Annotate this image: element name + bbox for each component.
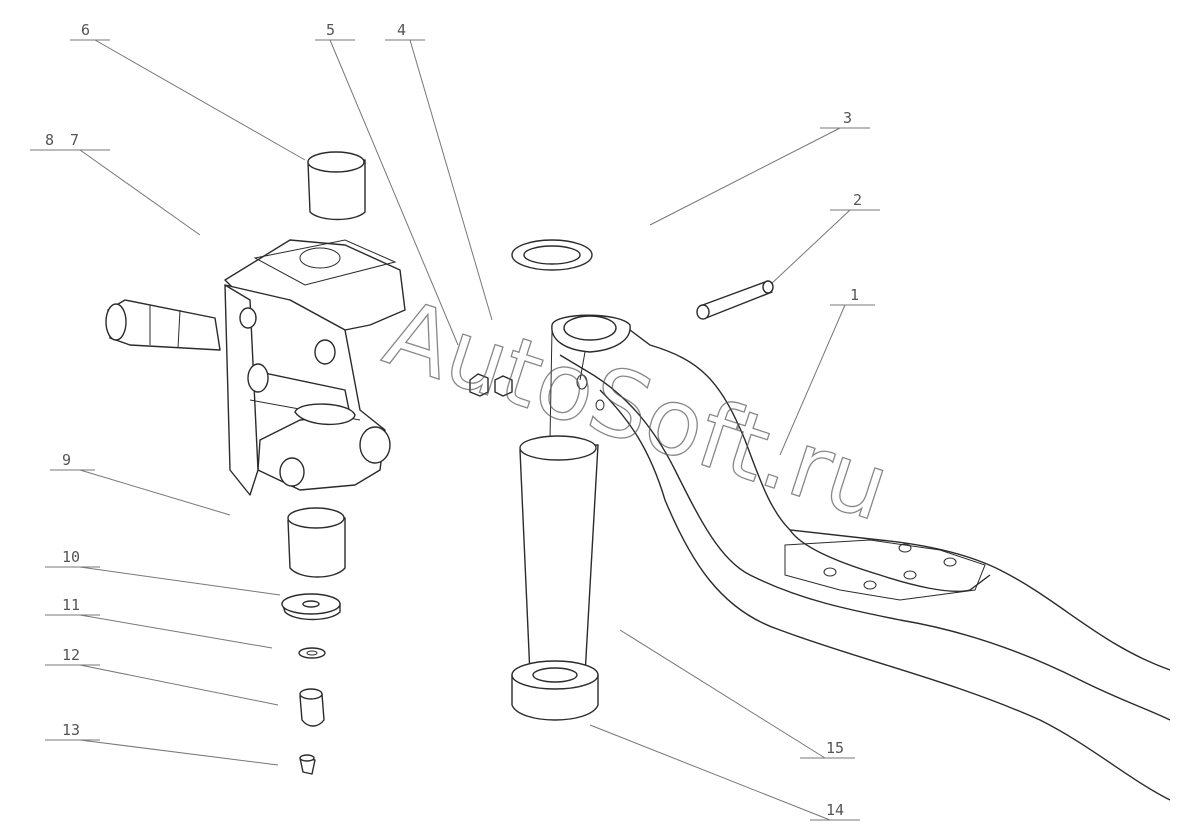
lock-nuts [469,373,513,397]
thrust-washer [511,239,593,271]
lower-bushing [287,507,346,578]
callout-5: 5 [326,21,335,39]
callout-6: 6 [81,21,90,39]
callout-1: 1 [850,286,859,304]
callout-11: 11 [62,596,80,614]
steering-knuckle [105,239,406,496]
callout-14: 14 [826,801,844,819]
cover-washer [281,593,341,621]
callout-7: 7 [70,131,79,149]
callout-15: 15 [826,739,844,757]
callout-9: 9 [62,451,71,469]
watermark: AutoSoft.ru [373,279,901,542]
callout-10: 10 [62,548,80,566]
callout-2: 2 [853,191,862,209]
callout-12: 12 [62,646,80,664]
lock-pin [696,280,774,320]
plug-bolt [299,688,325,727]
grease-nipple [299,754,316,775]
callout-labels: 1 2 3 4 5 6 7 8 9 10 11 12 13 14 15 [45,21,862,819]
callout-3: 3 [843,109,852,127]
upper-bushing [307,151,366,221]
king-pin [519,435,599,682]
thrust-bearing [511,660,599,721]
callout-8: 8 [45,131,54,149]
leader-lines [30,39,880,821]
snap-ring [298,647,326,659]
axle-beam [549,314,1171,801]
callout-4: 4 [397,21,406,39]
callout-13: 13 [62,721,80,739]
